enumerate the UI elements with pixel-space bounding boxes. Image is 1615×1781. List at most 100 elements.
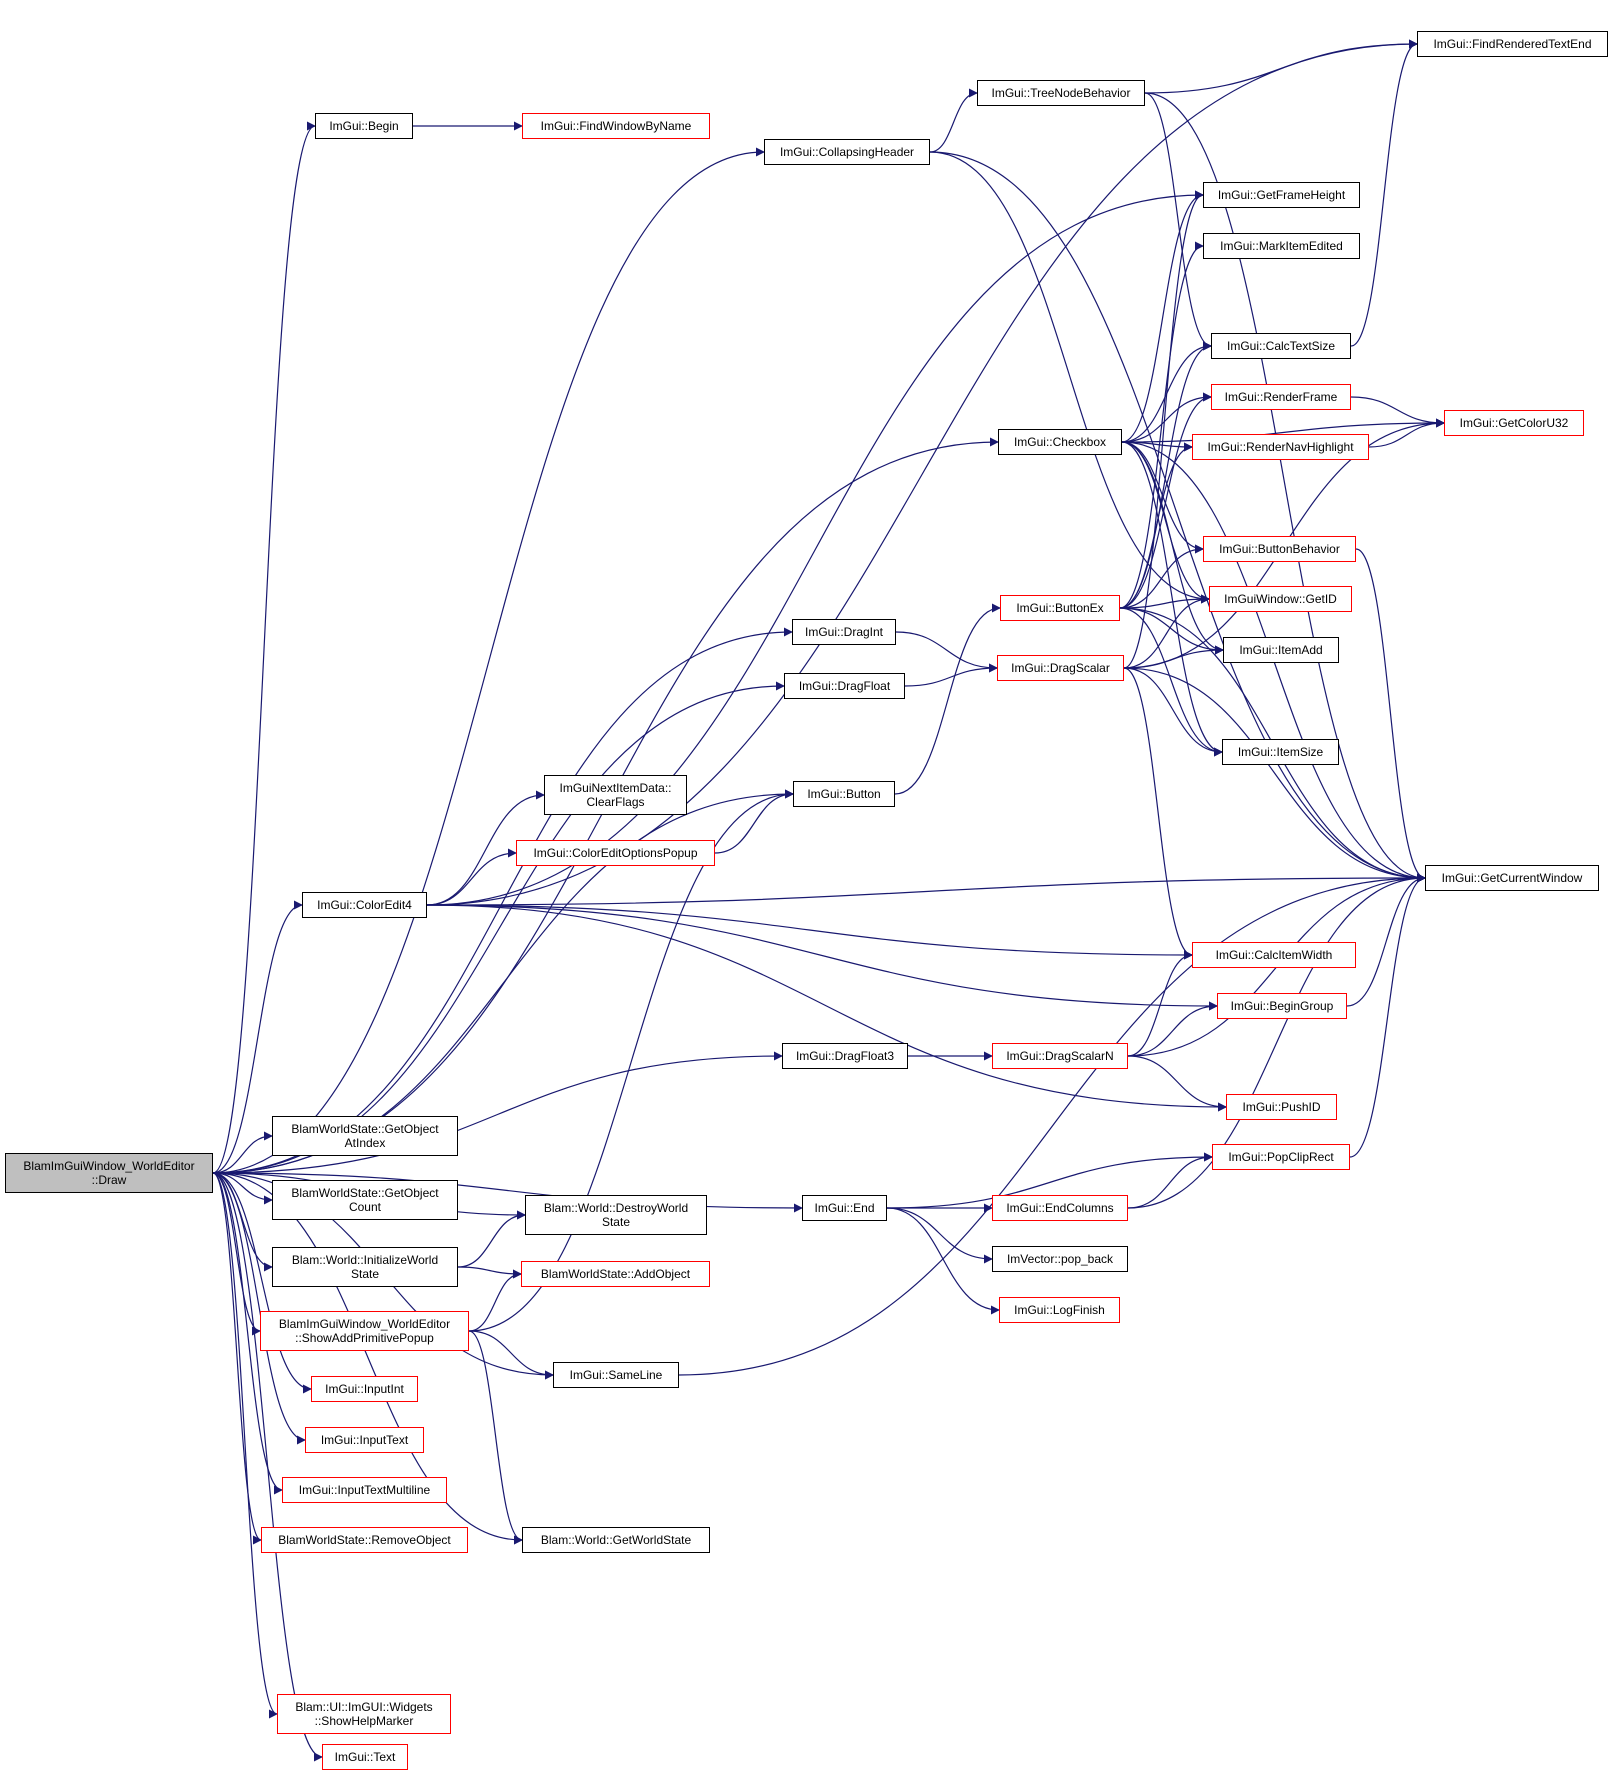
node-imgui-inputtext[interactable]: ImGui::InputText <box>305 1427 424 1453</box>
edge-root-to-drag_float <box>212 681 785 1174</box>
node-imgui-buttonbehavior[interactable]: ImGui::ButtonBehavior <box>1203 536 1356 562</box>
edge-drag_scalar_n-to-push_id <box>1127 1055 1227 1112</box>
node-imgui-dragfloat[interactable]: ImGui::DragFloat <box>784 673 905 699</box>
edge-end-to-pop_back <box>886 1207 993 1264</box>
edge-show_add_primitive_popup-to-add_object <box>468 1269 522 1332</box>
edge-collapsing_header-to-get_id <box>929 151 1210 604</box>
edge-color_edit4-to-color_edit_options_popup <box>426 848 517 906</box>
edge-calc_text_size-to-find_rendered_text_end <box>1350 39 1418 347</box>
node-imgui-begin[interactable]: ImGui::Begin <box>315 113 413 139</box>
edge-root-to-color_edit4 <box>212 900 303 1174</box>
edge-button_ex-to-item_size <box>1119 607 1223 757</box>
edge-drag_scalar_n-to-calc_item_width <box>1127 950 1193 1057</box>
node-imgui-buttonex[interactable]: ImGui::ButtonEx <box>1000 595 1120 621</box>
edge-end_columns-to-get_current_window <box>1127 873 1426 1209</box>
node-imgui-dragscalar[interactable]: ImGui::DragScalar <box>997 655 1124 681</box>
node-blamworldstate-addobject[interactable]: BlamWorldState::AddObject <box>521 1261 710 1287</box>
node-imgui-dragint[interactable]: ImGui::DragInt <box>792 619 896 645</box>
node-imgui-inputtextmultiline[interactable]: ImGui::InputTextMultiline <box>282 1477 447 1503</box>
edge-end-to-pop_clip_rect <box>886 1152 1213 1209</box>
node-imgui-checkbox[interactable]: ImGui::Checkbox <box>998 429 1122 455</box>
node-imgui-renderframe[interactable]: ImGui::RenderFrame <box>1211 384 1351 410</box>
node-imgui-inputint[interactable]: ImGui::InputInt <box>311 1376 418 1402</box>
edge-root-to-drag_int <box>212 627 793 1174</box>
node-worldeditor-draw: BlamImGuiWindow_WorldEditor ::Draw <box>5 1153 213 1193</box>
node-imgui-findwindowbyname[interactable]: ImGui::FindWindowByName <box>522 113 710 139</box>
edge-collapsing_header-to-tree_node_behavior <box>929 88 978 153</box>
edge-drag_float-to-drag_scalar <box>904 663 998 687</box>
node-imgui-itemadd[interactable]: ImGui::ItemAdd <box>1223 637 1339 663</box>
node-imvector-popback[interactable]: ImVector::pop_back <box>992 1246 1128 1272</box>
node-imgui-coloreditoptionspopup[interactable]: ImGui::ColorEditOptionsPopup <box>516 840 715 866</box>
edge-button_behavior-to-get_current_window <box>1355 548 1426 883</box>
edge-root-to-input_text <box>212 1172 306 1445</box>
edge-color_edit4-to-get_current_window <box>426 873 1426 906</box>
node-blamworldstate-getobjectatindex[interactable]: BlamWorldState::GetObject AtIndex <box>272 1116 458 1156</box>
node-imgui-dragscalarn[interactable]: ImGui::DragScalarN <box>992 1043 1128 1069</box>
edge-drag_int-to-drag_scalar <box>895 631 998 673</box>
edge-initialize_world_state-to-add_object <box>457 1266 522 1279</box>
edge-tree_node_behavior-to-get_current_window <box>1144 92 1426 883</box>
edge-checkbox-to-render_frame <box>1121 392 1212 443</box>
node-imgui-begingroup[interactable]: ImGui::BeginGroup <box>1217 993 1347 1019</box>
node-imgui-pushid[interactable]: ImGui::PushID <box>1226 1094 1337 1120</box>
edge-button_ex-to-item_add <box>1119 607 1224 655</box>
node-imgui-getcoloru32[interactable]: ImGui::GetColorU32 <box>1444 410 1584 436</box>
node-blam-world-getworldstate[interactable]: Blam::World::GetWorldState <box>522 1527 710 1553</box>
node-blam-world-destroyworldstate[interactable]: Blam::World::DestroyWorld State <box>525 1195 707 1235</box>
edge-render_frame-to-get_color_u32 <box>1350 396 1445 428</box>
edge-root-to-collapsing_header <box>212 147 765 1174</box>
edge-drag_scalar-to-get_current_window <box>1123 667 1426 883</box>
node-imgui-collapsingheader[interactable]: ImGui::CollapsingHeader <box>764 139 930 165</box>
node-imgui-rendernavhighlight[interactable]: ImGui::RenderNavHighlight <box>1192 434 1369 460</box>
node-imgui-sameline[interactable]: ImGui::SameLine <box>553 1362 679 1388</box>
node-blam-ui-imgui-widgets-showhelpmarker[interactable]: Blam::UI::ImGUI::Widgets ::ShowHelpMarke… <box>277 1694 451 1734</box>
node-imgui-button[interactable]: ImGui::Button <box>793 781 895 807</box>
edge-root-to-begin <box>212 121 316 1174</box>
edge-root-to-drag_float3 <box>212 1051 783 1174</box>
edge-same_line-to-get_current_window <box>678 873 1426 1376</box>
node-imgui-popcliprect[interactable]: ImGui::PopClipRect <box>1212 1144 1350 1170</box>
edge-show_add_primitive_popup-to-button <box>468 789 794 1332</box>
node-imgui-text[interactable]: ImGui::Text <box>322 1744 408 1770</box>
edge-root-to-show_help_marker <box>212 1172 278 1719</box>
node-imguiwindow-getid[interactable]: ImGuiWindow::GetID <box>1209 586 1352 612</box>
edge-button-to-button_ex <box>894 603 1001 795</box>
node-blamworldstate-removeobject[interactable]: BlamWorldState::RemoveObject <box>261 1527 468 1553</box>
edge-collapsing_header-to-get_current_window <box>929 151 1426 883</box>
edge-drag_scalar-to-get_id <box>1123 594 1210 669</box>
edge-button_ex-to-render_nav_highlight <box>1119 442 1193 609</box>
edge-checkbox-to-get_color_u32 <box>1121 418 1445 443</box>
edge-drag_scalar-to-get_frame_height <box>1123 190 1204 669</box>
node-imgui-endcolumns[interactable]: ImGui::EndColumns <box>992 1195 1128 1221</box>
edge-root-to-input_text_multiline <box>212 1172 283 1495</box>
node-imgui-coloredit4[interactable]: ImGui::ColorEdit4 <box>302 892 427 918</box>
node-imgui-getcurrentwindow[interactable]: ImGui::GetCurrentWindow <box>1425 865 1599 891</box>
edge-root-to-get_object_at_index <box>212 1131 273 1174</box>
edge-tree_node_behavior-to-calc_text_size <box>1144 92 1212 351</box>
edge-pop_clip_rect-to-get_current_window <box>1349 873 1426 1158</box>
node-imgui-calctextsize[interactable]: ImGui::CalcTextSize <box>1211 333 1351 359</box>
node-imgui-findrenderedtextend[interactable]: ImGui::FindRenderedTextEnd <box>1417 31 1608 57</box>
node-worldeditor-showaddprimitivepopup[interactable]: BlamImGuiWindow_WorldEditor ::ShowAddPri… <box>260 1311 469 1351</box>
node-imgui-logfinish[interactable]: ImGui::LogFinish <box>999 1297 1120 1323</box>
edge-button_ex-to-get_id <box>1119 594 1210 609</box>
node-imgui-markitemedited[interactable]: ImGui::MarkItemEdited <box>1203 233 1360 259</box>
edge-color_edit4-to-calc_item_width <box>426 904 1193 960</box>
edge-drag_scalar-to-item_size <box>1123 667 1223 757</box>
edge-color_edit4-to-push_id <box>426 904 1227 1112</box>
node-imgui-calcitemwidth[interactable]: ImGui::CalcItemWidth <box>1192 942 1356 968</box>
node-imguinextitemdata-clearflags[interactable]: ImGuiNextItemData:: ClearFlags <box>544 775 687 815</box>
edge-checkbox-to-get_frame_height <box>1121 190 1204 443</box>
edge-button_ex-to-button_behavior <box>1119 544 1204 609</box>
node-imgui-getframeheight[interactable]: ImGui::GetFrameHeight <box>1203 182 1360 208</box>
node-imgui-itemsize[interactable]: ImGui::ItemSize <box>1222 739 1339 765</box>
node-imgui-dragfloat3[interactable]: ImGui::DragFloat3 <box>782 1043 908 1069</box>
node-imgui-treenodebehavior[interactable]: ImGui::TreeNodeBehavior <box>977 80 1145 106</box>
node-imgui-end[interactable]: ImGui::End <box>802 1195 887 1221</box>
node-blamworldstate-getobjectcount[interactable]: BlamWorldState::GetObject Count <box>272 1180 458 1220</box>
edge-button_ex-to-mark_item_edited <box>1119 241 1204 609</box>
edge-end_columns-to-pop_clip_rect <box>1127 1152 1213 1209</box>
node-blam-world-initializeworldstate[interactable]: Blam::World::InitializeWorld State <box>272 1247 458 1287</box>
